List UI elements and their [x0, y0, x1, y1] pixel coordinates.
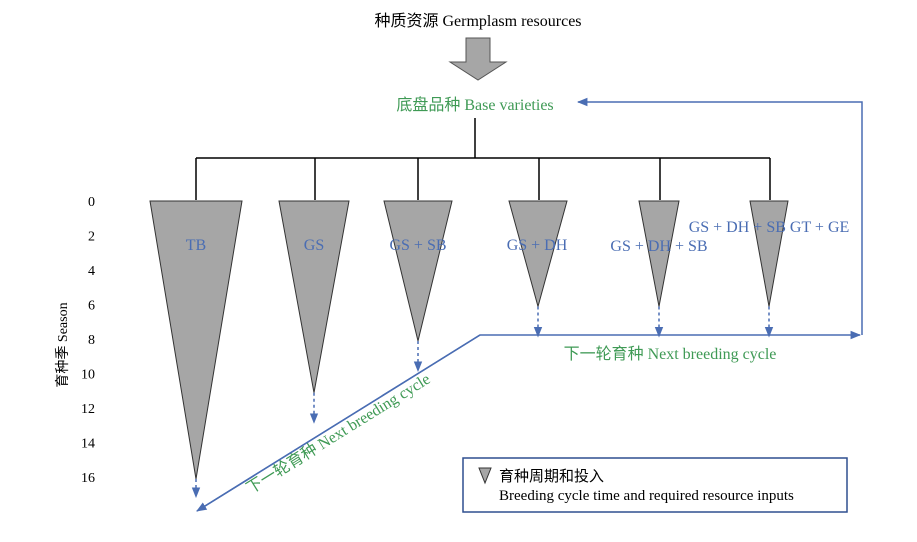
y-tick-16: 16 — [81, 471, 95, 486]
legend: 育种周期和投入 Breeding cycle time and required… — [462, 457, 848, 513]
method-triangle-3 — [508, 200, 568, 309]
method-label-0: TB — [186, 237, 206, 254]
method-label-1: GS — [304, 237, 324, 254]
legend-box — [462, 457, 848, 513]
y-tick-14: 14 — [81, 437, 95, 452]
y-axis-ticks: 0 2 4 6 8 10 12 14 16 — [81, 195, 95, 486]
next-cycle-horizontal-label: 下一轮育种 Next breeding cycle — [564, 345, 777, 363]
y-tick-8: 8 — [88, 333, 95, 348]
method-label-2: GS + SB — [389, 237, 446, 254]
method-label-5: GS + DH + SB GT + GE — [689, 219, 850, 236]
y-tick-0: 0 — [88, 195, 95, 210]
next-cycle-return-arrow — [196, 334, 481, 512]
legend-line-1: 育种周期和投入 — [499, 468, 604, 485]
y-tick-4: 4 — [88, 264, 95, 279]
method-triangle-5 — [749, 200, 789, 307]
y-tick-10: 10 — [81, 368, 95, 383]
legend-line-2: Breeding cycle time and required resourc… — [499, 488, 794, 504]
germplasm-title: 种质资源 Germplasm resources — [374, 12, 581, 30]
breeding-methods: TB GS GS + SB GS + DH GS + DH + SB GS + DH + … — [149, 200, 850, 499]
method-label-4: GS + DH + SB — [610, 238, 707, 255]
y-tick-2: 2 — [88, 230, 95, 245]
method-triangle-1 — [278, 200, 350, 393]
y-tick-6: 6 — [88, 299, 95, 314]
y-tick-12: 12 — [81, 402, 95, 417]
method-triangle-4 — [638, 200, 680, 307]
next-cycle-diagonal-label: 下一轮育种 Next breeding cycle — [243, 370, 433, 498]
method-label-3: GS + DH — [507, 237, 568, 254]
base-varieties-label: 底盘品种 Base varieties — [396, 95, 553, 114]
method-triangle-0 — [149, 200, 243, 480]
method-triangle-2 — [383, 200, 453, 342]
legend-triangle-icon — [478, 467, 492, 485]
feedback-loop-arrow — [576, 97, 863, 335]
y-axis-label: 育种季 Season — [55, 302, 71, 387]
connector-tree — [195, 118, 771, 200]
down-arrow-icon — [448, 37, 508, 81]
